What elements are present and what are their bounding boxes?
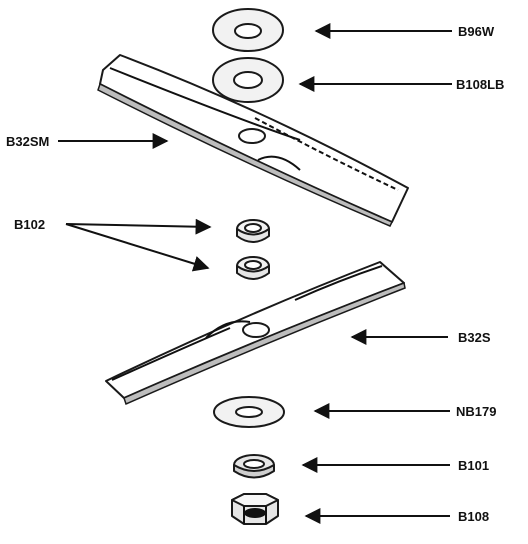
upper-blade-illustration: [97, 54, 409, 227]
label-b101: B101: [458, 458, 489, 473]
arrow-b102-upper: [65, 218, 212, 235]
lock-washer-bottom-illustration: [233, 454, 275, 479]
label-b32sm: B32SM: [6, 134, 49, 149]
label-b108lb: B108LB: [456, 77, 504, 92]
part-labels: B96W B108LB B32SM B102 B32S NB179 B101 B…: [6, 24, 504, 524]
spacer-bottom-illustration: [236, 256, 270, 280]
hex-nut-illustration: [231, 493, 279, 525]
label-b108: B108: [458, 509, 489, 524]
arrow-b102-lower: [65, 223, 210, 272]
label-b102: B102: [14, 217, 45, 232]
label-b32s: B32S: [458, 330, 491, 345]
spacer-top-illustration: [236, 219, 270, 243]
label-nb179: NB179: [456, 404, 496, 419]
washer-top-illustration: [212, 8, 284, 52]
leader-lines: [58, 23, 452, 524]
lock-washer-top-illustration: [212, 57, 284, 103]
washer-bottom-illustration: [213, 396, 285, 428]
lower-blade-illustration: [105, 261, 406, 406]
label-b96w: B96W: [458, 24, 495, 39]
